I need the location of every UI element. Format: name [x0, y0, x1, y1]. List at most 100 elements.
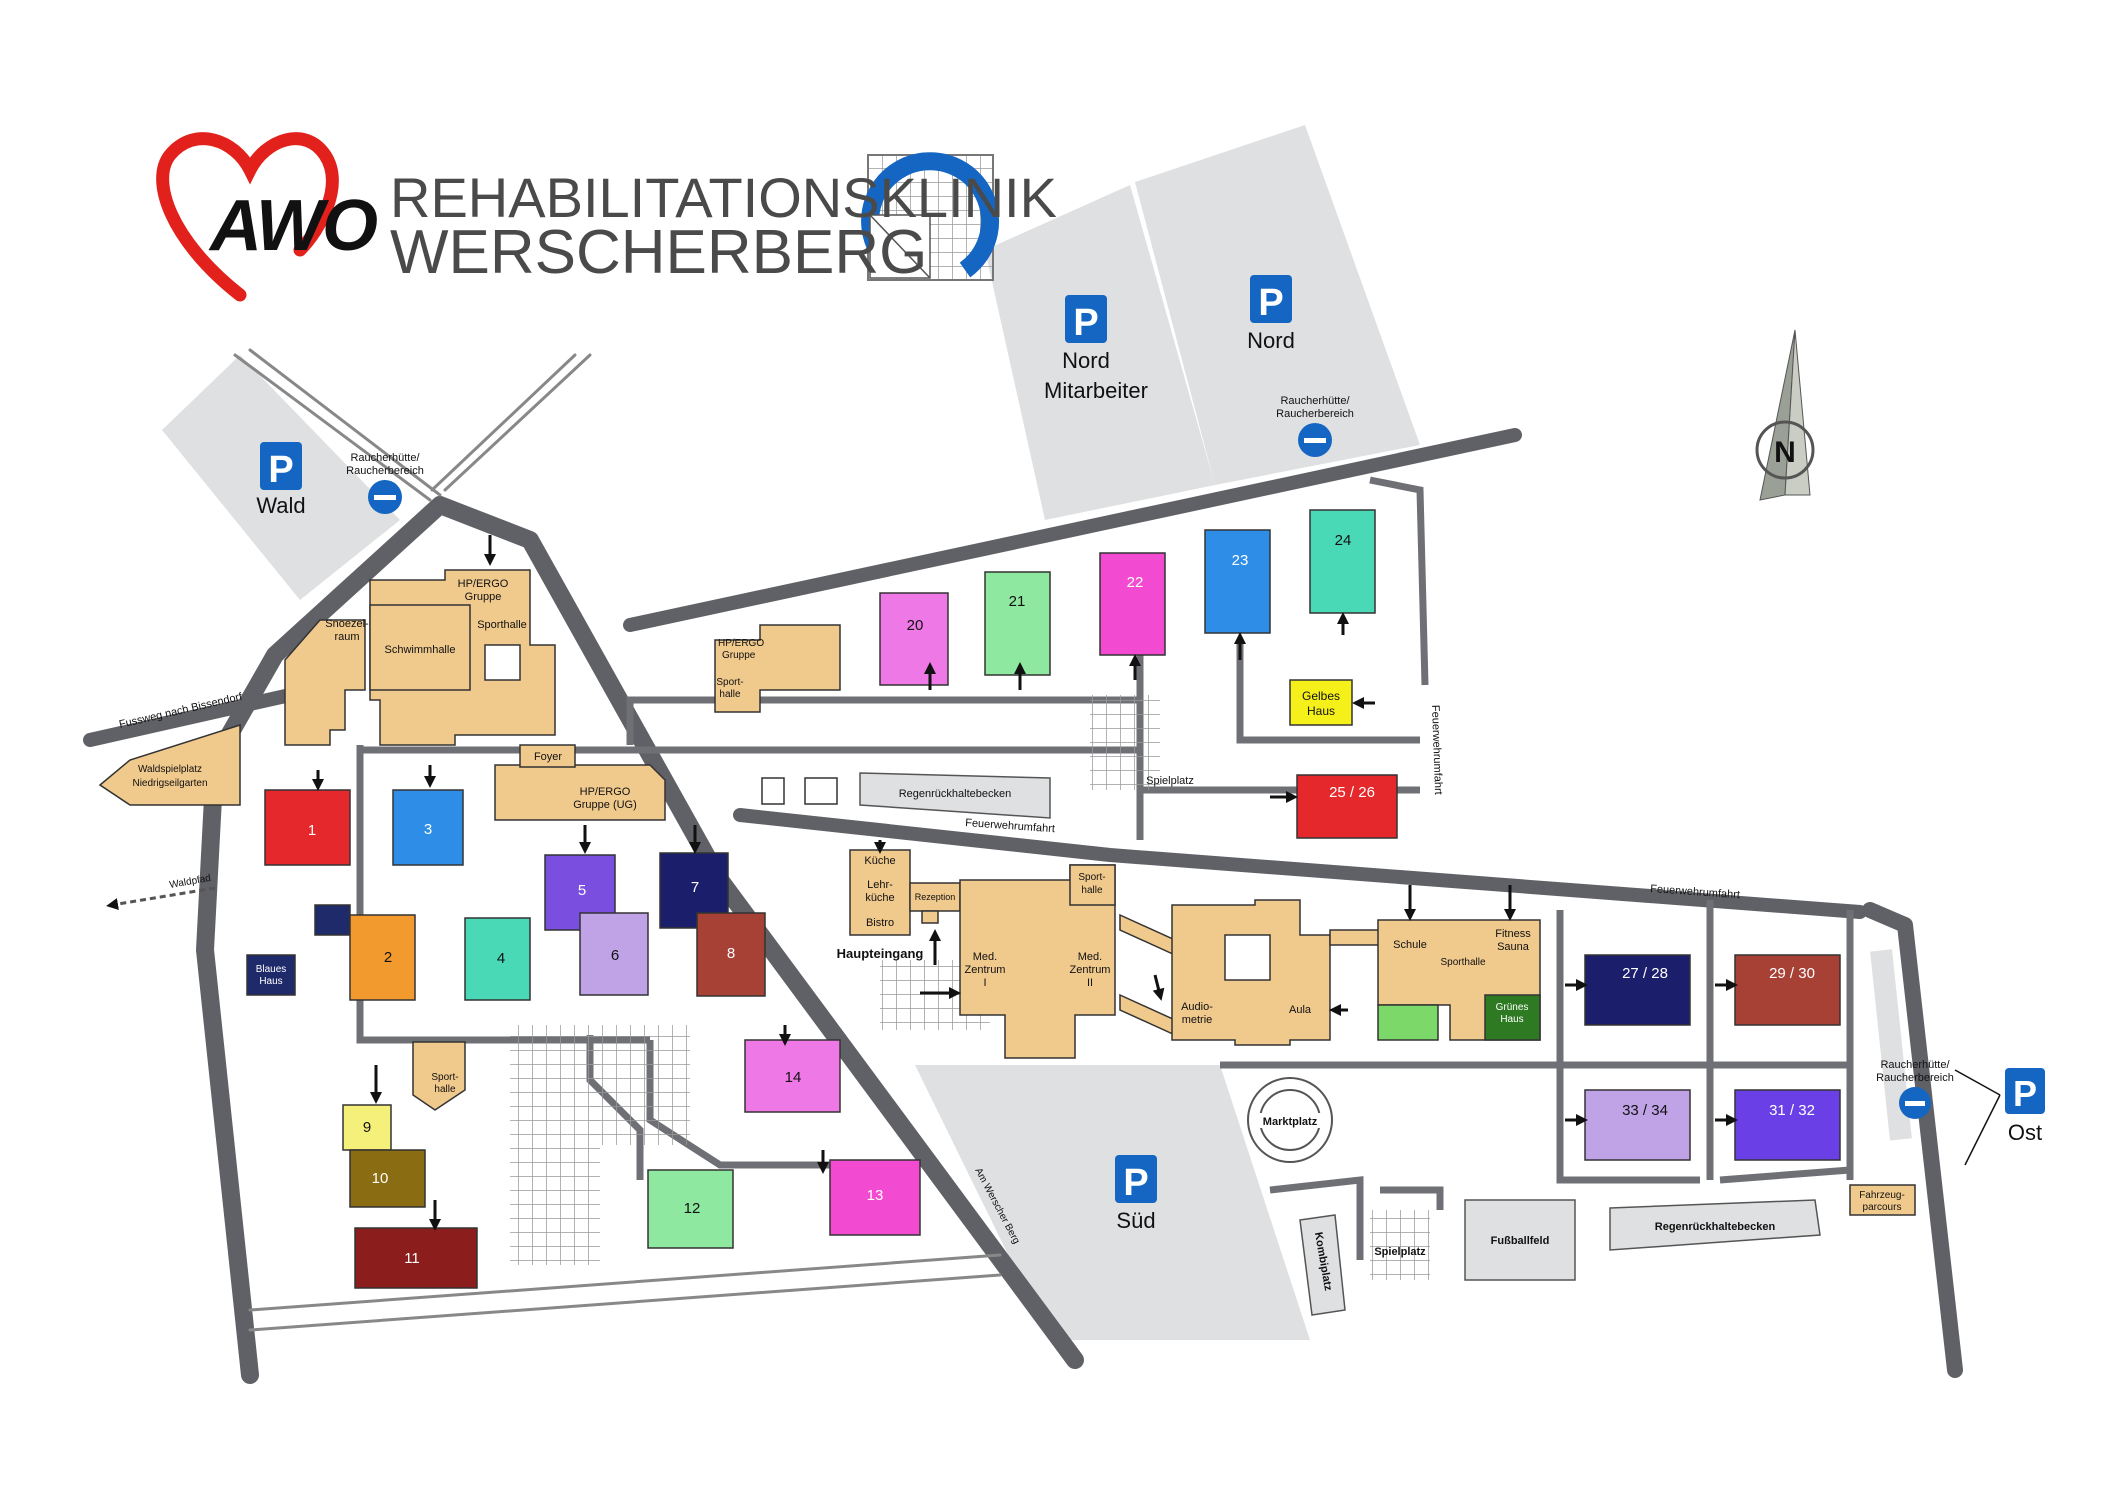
- connector-bridge-2: [1119, 993, 1176, 1037]
- house-23-label: 23: [1232, 552, 1249, 569]
- label-sauna: Sauna: [1497, 941, 1530, 953]
- house-24[interactable]: [1309, 509, 1376, 614]
- main-building: Küche Lehr- küche Bistro Rezeption Haupt…: [837, 849, 1541, 1059]
- building-snoezel: [284, 619, 366, 746]
- house-1-label: 1: [308, 822, 316, 839]
- label-sporthalle-schule: Sporthalle: [1440, 957, 1485, 968]
- house-21[interactable]: [984, 571, 1051, 676]
- house-3[interactable]: [392, 789, 464, 866]
- blaues-haus-label-2: Haus: [259, 976, 282, 987]
- label-lehrkueche: Lehr-: [867, 879, 893, 891]
- label-center-hp-2: Gruppe: [722, 650, 756, 661]
- clinic-name-line2: WERSCHERBERG: [390, 218, 928, 287]
- house-14[interactable]: [744, 1039, 841, 1113]
- parking-ost-label: Ost: [2008, 1120, 2042, 1145]
- parking-sign-nord-mitarbeiter[interactable]: P Nord Mitarbeiter: [1044, 295, 1148, 403]
- small-building: [761, 777, 785, 805]
- label-schwimmhalle: Schwimmhalle: [385, 644, 456, 656]
- label-snoezel-2: raum: [334, 631, 359, 643]
- house-31-32[interactable]: [1734, 1089, 1841, 1161]
- label-gruenes: Grünes: [1496, 1002, 1529, 1013]
- house-1[interactable]: [264, 789, 351, 866]
- waldspielplatz-sign[interactable]: Waldspielplatz Niedrigseilgarten: [98, 723, 241, 806]
- west-complex: HP/ERGO Gruppe Snoezel- raum Schwimmhall…: [284, 569, 666, 821]
- parking-icon: [260, 442, 302, 490]
- label-med-2: Med.: [1078, 951, 1102, 963]
- smoking-label-1: Raucherhütte/: [350, 452, 420, 464]
- building-hp-ug: [494, 764, 666, 821]
- house-10-label: 10: [372, 1170, 389, 1187]
- smoking-area-ost[interactable]: Raucherhütte/ Raucherbereich: [1876, 1059, 1954, 1119]
- center-north: HP/ERGO Gruppe Sport- halle Regenrückhal…: [714, 624, 1194, 819]
- smoking-area-icon-cig: [1304, 438, 1326, 443]
- house-21-label: 21: [1009, 593, 1026, 610]
- house-20[interactable]: [879, 592, 949, 686]
- fahrzeugparcours[interactable]: [1849, 1184, 1916, 1216]
- parking-sign-sued[interactable]: P Süd: [1115, 1155, 1157, 1233]
- east-path-strip: [1870, 949, 1912, 1141]
- house-2[interactable]: [349, 914, 416, 1001]
- parking-letter: P: [1123, 1162, 1148, 1204]
- smoking-area-nord[interactable]: Raucherhütte/ Raucherbereich: [1276, 395, 1354, 457]
- kombiplatz[interactable]: [1299, 1214, 1346, 1316]
- label-center-sport-2: halle: [719, 689, 741, 700]
- house-12[interactable]: [647, 1169, 734, 1249]
- parking-sign-wald[interactable]: P Wald: [256, 442, 306, 518]
- parking-nord-mitarbeiter-area: [985, 185, 1215, 520]
- clinic-emblem: [861, 152, 1000, 281]
- house-25-26-label: 25 / 26: [1329, 784, 1375, 801]
- label-feuerwehr-1: Feuerwehrumfahrt: [965, 817, 1055, 835]
- label-center-sport: Sport-: [716, 677, 743, 688]
- house-4[interactable]: [464, 917, 531, 1001]
- house-33-34[interactable]: [1584, 1089, 1691, 1161]
- house-11[interactable]: [354, 1227, 478, 1289]
- regenrueckhaltebecken-north: [859, 772, 1051, 819]
- grid-field: [1090, 695, 1160, 790]
- pointer-line: [1954, 1069, 2001, 1096]
- house-9-label: 9: [363, 1119, 371, 1136]
- label-sport-halle-2: halle: [434, 1084, 456, 1095]
- courtyard: [484, 644, 521, 681]
- waldspielplatz-arrow[interactable]: [98, 723, 241, 806]
- house-13[interactable]: [829, 1159, 921, 1236]
- house-6[interactable]: [579, 912, 649, 996]
- label-spielplatz-south: Spielplatz: [1374, 1246, 1426, 1258]
- smoking-label-1: Raucherhütte/: [1880, 1059, 1950, 1071]
- parking-sued-area: [915, 1065, 1310, 1340]
- house-29-30-label: 29 / 30: [1769, 965, 1815, 982]
- fussballfeld[interactable]: [1464, 1199, 1576, 1281]
- blaues-haus-label: Blaues: [256, 964, 287, 975]
- parking-sign-ost[interactable]: P Ost: [1954, 1068, 2045, 1166]
- house-22[interactable]: [1099, 552, 1166, 656]
- blaues-haus[interactable]: [246, 954, 296, 996]
- house-27-28[interactable]: [1584, 954, 1691, 1026]
- label-med-2b: Zentrum: [1070, 964, 1111, 976]
- label-bistro: Bistro: [866, 917, 894, 929]
- compass-north-icon: N: [1755, 329, 1815, 501]
- houses-east: 27 / 28 29 / 30 33 / 34 31 / 32: [1584, 954, 1841, 1161]
- house-10[interactable]: [349, 1149, 426, 1208]
- label-rezeption: Rezeption: [915, 892, 956, 902]
- parking-sign-nord[interactable]: P Nord: [1247, 275, 1295, 353]
- aula-courtyard: [1224, 934, 1271, 981]
- house-29-30[interactable]: [1734, 954, 1841, 1026]
- parking-letter: P: [268, 449, 293, 491]
- entrance-arrows: [312, 535, 1738, 1231]
- parking-nm-label-1: Nord: [1062, 348, 1110, 373]
- building-hp-ergo-center: [714, 624, 841, 713]
- roads: [83, 348, 1963, 1384]
- house-25-26[interactable]: [1296, 774, 1398, 839]
- smoking-area-wald[interactable]: Raucherhütte/ Raucherbereich: [346, 452, 424, 514]
- label-med-2c: II: [1087, 977, 1093, 989]
- house-9[interactable]: [342, 1104, 392, 1151]
- house-blue-small: [314, 904, 351, 936]
- smoking-label-1: Raucherhütte/: [1280, 395, 1350, 407]
- label-schule: Schule: [1393, 939, 1427, 951]
- parking-letter: P: [1073, 302, 1098, 344]
- label-fahrzeug-2: parcours: [1863, 1202, 1902, 1213]
- house-23[interactable]: [1204, 529, 1271, 634]
- gruenes-haus[interactable]: [1484, 994, 1541, 1041]
- house-8[interactable]: [696, 912, 766, 997]
- house-20-label: 20: [907, 617, 924, 634]
